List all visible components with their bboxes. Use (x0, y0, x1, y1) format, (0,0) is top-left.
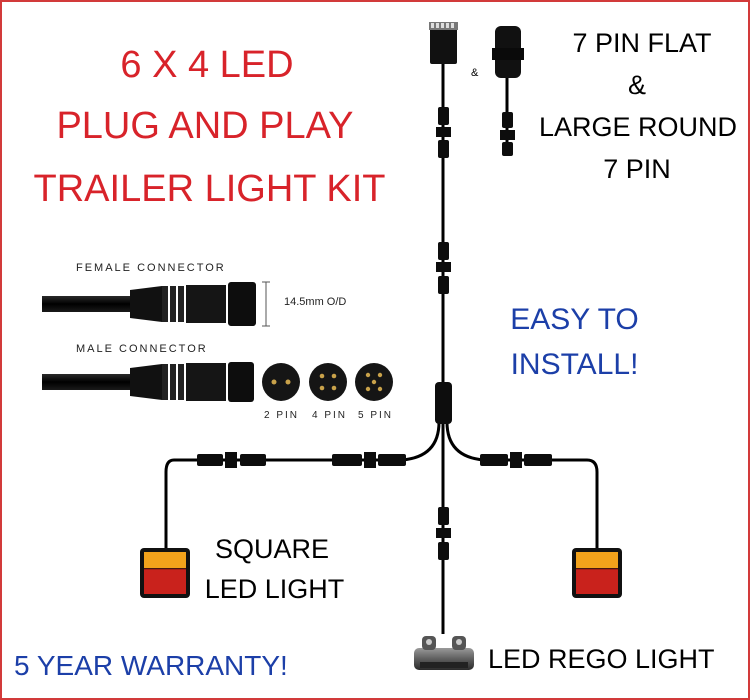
pin-label-5: 5 PIN (358, 410, 394, 421)
square-light-line-2: LED LIGHT (204, 574, 345, 604)
flat-plug-connector (429, 22, 458, 64)
plug-ampersand: & (627, 70, 646, 100)
title-line-2: PLUG AND PLAY (56, 105, 354, 147)
left-square-lamp (140, 548, 190, 598)
right-square-lamp (572, 548, 622, 598)
main-cable (164, 60, 599, 634)
title-line-3: TRAILER LIGHT KIT (33, 168, 386, 210)
inline-connectors (197, 107, 552, 560)
plug-round-label: LARGE ROUND (538, 112, 738, 142)
male-connector-image (42, 362, 254, 402)
pin-faces (262, 363, 393, 401)
plug-flat-label: 7 PIN FLAT (572, 28, 712, 58)
female-connector-label: FEMALE CONNECTOR (76, 262, 226, 274)
female-connector-image (42, 281, 270, 327)
dimension-label: 14.5mm O/D (284, 296, 347, 308)
pin-label-4: 4 PIN (312, 410, 348, 421)
plug-pin-label: 7 PIN (603, 154, 671, 184)
warranty-text: 5 YEAR WARRANTY! (14, 650, 288, 681)
rego-light (414, 636, 474, 670)
title-line-1: 6 X 4 LED (120, 44, 294, 86)
install-line-1: EASY TO (510, 303, 639, 336)
rego-light-label: LED REGO LIGHT (488, 644, 715, 674)
install-line-2: INSTALL! (510, 348, 639, 381)
round-plug-connector (492, 26, 524, 78)
pin-label-2: 2 PIN (264, 410, 300, 421)
male-connector-label: MALE CONNECTOR (76, 343, 208, 355)
small-ampersand: & (471, 67, 479, 79)
square-light-line-1: SQUARE (214, 534, 330, 564)
